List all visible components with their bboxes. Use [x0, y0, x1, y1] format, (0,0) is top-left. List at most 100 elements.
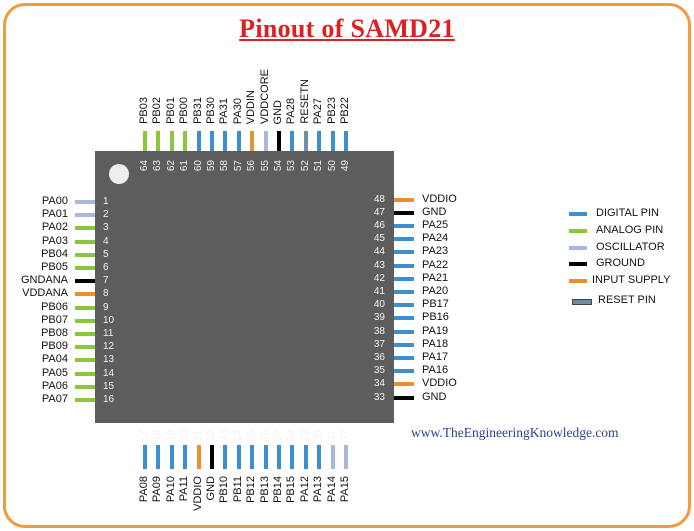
- pin-39-label: PB16: [422, 311, 449, 324]
- pin-22-gnd-lead: [210, 445, 214, 469]
- pin-38-pa19-lead: [394, 329, 414, 334]
- pin-20-label: PA11: [178, 476, 191, 502]
- pin-11-number: 11: [103, 328, 114, 339]
- pin-30-label: PA13: [312, 476, 325, 503]
- pin-43-pa22-lead: [394, 263, 414, 268]
- pin-54-number: 54: [273, 160, 284, 172]
- pin-51-pa27-lead: [317, 131, 322, 151]
- pin-61-pb00-lead: [183, 131, 188, 151]
- pin-36-pa17-lead: [394, 355, 414, 360]
- pin-26-label: PB13: [258, 476, 271, 503]
- pin-39-pb16-lead: [394, 316, 414, 321]
- pin-57-number: 57: [232, 160, 244, 172]
- pin-20-pa11-lead: [183, 445, 188, 469]
- pin-40-number: 40: [373, 299, 385, 311]
- pin-16-pa07-lead: [75, 398, 95, 402]
- pin-1-number: 1: [103, 196, 109, 207]
- pin-31-number: 31: [326, 429, 338, 441]
- pin-6-number: 6: [103, 262, 109, 273]
- pin-28-number: 28: [286, 429, 298, 441]
- pin-16-label: PA07: [41, 393, 68, 405]
- pin-58-number: 58: [219, 160, 231, 172]
- pin-17-pa08-lead: [143, 445, 147, 469]
- pin-10-label: PB07: [41, 313, 68, 326]
- pin-50-label: PB23: [325, 97, 338, 124]
- pin-27-pb14-lead: [277, 445, 281, 469]
- pin-5-number: 5: [103, 248, 109, 260]
- pin-46-number: 46: [373, 219, 385, 231]
- pin-27-label: PB14: [272, 476, 284, 503]
- pin-2-pa01-lead: [75, 213, 95, 218]
- pin-58-pa31-lead: [223, 131, 228, 151]
- pin-42-label: PA21: [422, 271, 449, 284]
- pin-23-pb10-lead: [223, 445, 228, 469]
- pin-35-number: 35: [373, 365, 385, 377]
- pin-34-vddio-lead: [394, 382, 414, 387]
- pin-4-label: PA03: [41, 234, 68, 247]
- pin-34-number: 34: [373, 378, 385, 390]
- pin-54-label: GND: [272, 99, 284, 124]
- pin-40-pb17-lead: [394, 303, 414, 308]
- pin-22-label: GND: [205, 476, 217, 501]
- pin-2-label: PA01: [41, 208, 68, 221]
- pin-14-number: 14: [103, 367, 115, 379]
- pin-31-pa14-lead: [330, 445, 335, 469]
- pin-60-pb31-lead: [196, 131, 201, 151]
- pin-28-label: PB15: [285, 476, 298, 503]
- pin-24-label: PB11: [231, 476, 244, 503]
- pin-46-label: PA25: [422, 218, 449, 231]
- pin-33-number: 33: [373, 391, 385, 403]
- pin-23-label: PB10: [218, 476, 231, 503]
- pin-46-pa25-lead: [394, 223, 414, 228]
- pin-48-vddio-lead: [394, 197, 414, 202]
- pin-47-label: GND: [422, 205, 447, 218]
- pin-8-number: 8: [103, 288, 109, 300]
- legend-swatch-oscillator: [569, 246, 587, 250]
- pin-25-pb12-lead: [250, 445, 255, 469]
- legend-label-reset: RESET PIN: [598, 294, 656, 306]
- pin-24-number: 24: [232, 429, 244, 441]
- pin-49-pb22-lead: [344, 131, 348, 151]
- pin-18-label: PA09: [151, 476, 164, 503]
- pin-9-number: 9: [103, 301, 109, 313]
- pin1-marker-dot: [109, 164, 129, 184]
- pin-28-pb15-lead: [290, 445, 295, 469]
- pin-7-number: 7: [103, 275, 109, 287]
- pin-14-label: PA05: [41, 366, 68, 379]
- pin-5-label: PB04: [41, 247, 68, 260]
- pin-44-number: 44: [373, 246, 385, 258]
- pin-1-label: PA00: [41, 195, 68, 207]
- pin-45-number: 45: [373, 233, 385, 245]
- pin-26-pb13-lead: [263, 445, 268, 469]
- pin-17-label: PA08: [138, 476, 150, 503]
- pin-42-number: 42: [373, 272, 385, 284]
- pin-15-label: PA06: [41, 379, 68, 392]
- pin-43-label: PA22: [422, 258, 449, 271]
- pin-2-number: 2: [103, 209, 109, 221]
- pin-11-pb08-lead: [75, 332, 95, 336]
- pin-9-pb06-lead: [75, 305, 95, 310]
- pin-41-pa20-lead: [394, 289, 414, 294]
- pin-30-pa13-lead: [317, 445, 322, 469]
- pin-52-resetn-lead: [303, 131, 308, 151]
- pin-6-pb05-lead: [75, 266, 95, 270]
- legend-label-oscillator: OSCILLATOR: [596, 241, 665, 253]
- pin-37-label: PA18: [422, 337, 449, 350]
- pin-3-number: 3: [103, 222, 109, 234]
- pin-6-label: PB05: [41, 261, 68, 273]
- pin-60-label: PB31: [191, 97, 204, 124]
- pin-35-pa16-lead: [394, 369, 414, 374]
- pin-15-number: 15: [103, 380, 115, 392]
- pin-32-pa15-lead: [344, 445, 348, 469]
- pin-5-pb04-lead: [75, 252, 95, 257]
- pin-14-pa05-lead: [75, 371, 95, 376]
- pin-8-vddana-lead: [75, 292, 95, 297]
- legend-swatch-analog: [569, 229, 587, 233]
- pin-12-pb09-lead: [75, 345, 95, 350]
- pin-34-label: VDDIO: [422, 377, 457, 390]
- pin-54-gnd-lead: [277, 131, 281, 151]
- pin-18-number: 18: [152, 429, 164, 441]
- pin-7-label: GNDANA: [20, 274, 68, 287]
- pin-55-label: VDDCORE: [258, 68, 271, 124]
- pin-52-number: 52: [299, 160, 311, 172]
